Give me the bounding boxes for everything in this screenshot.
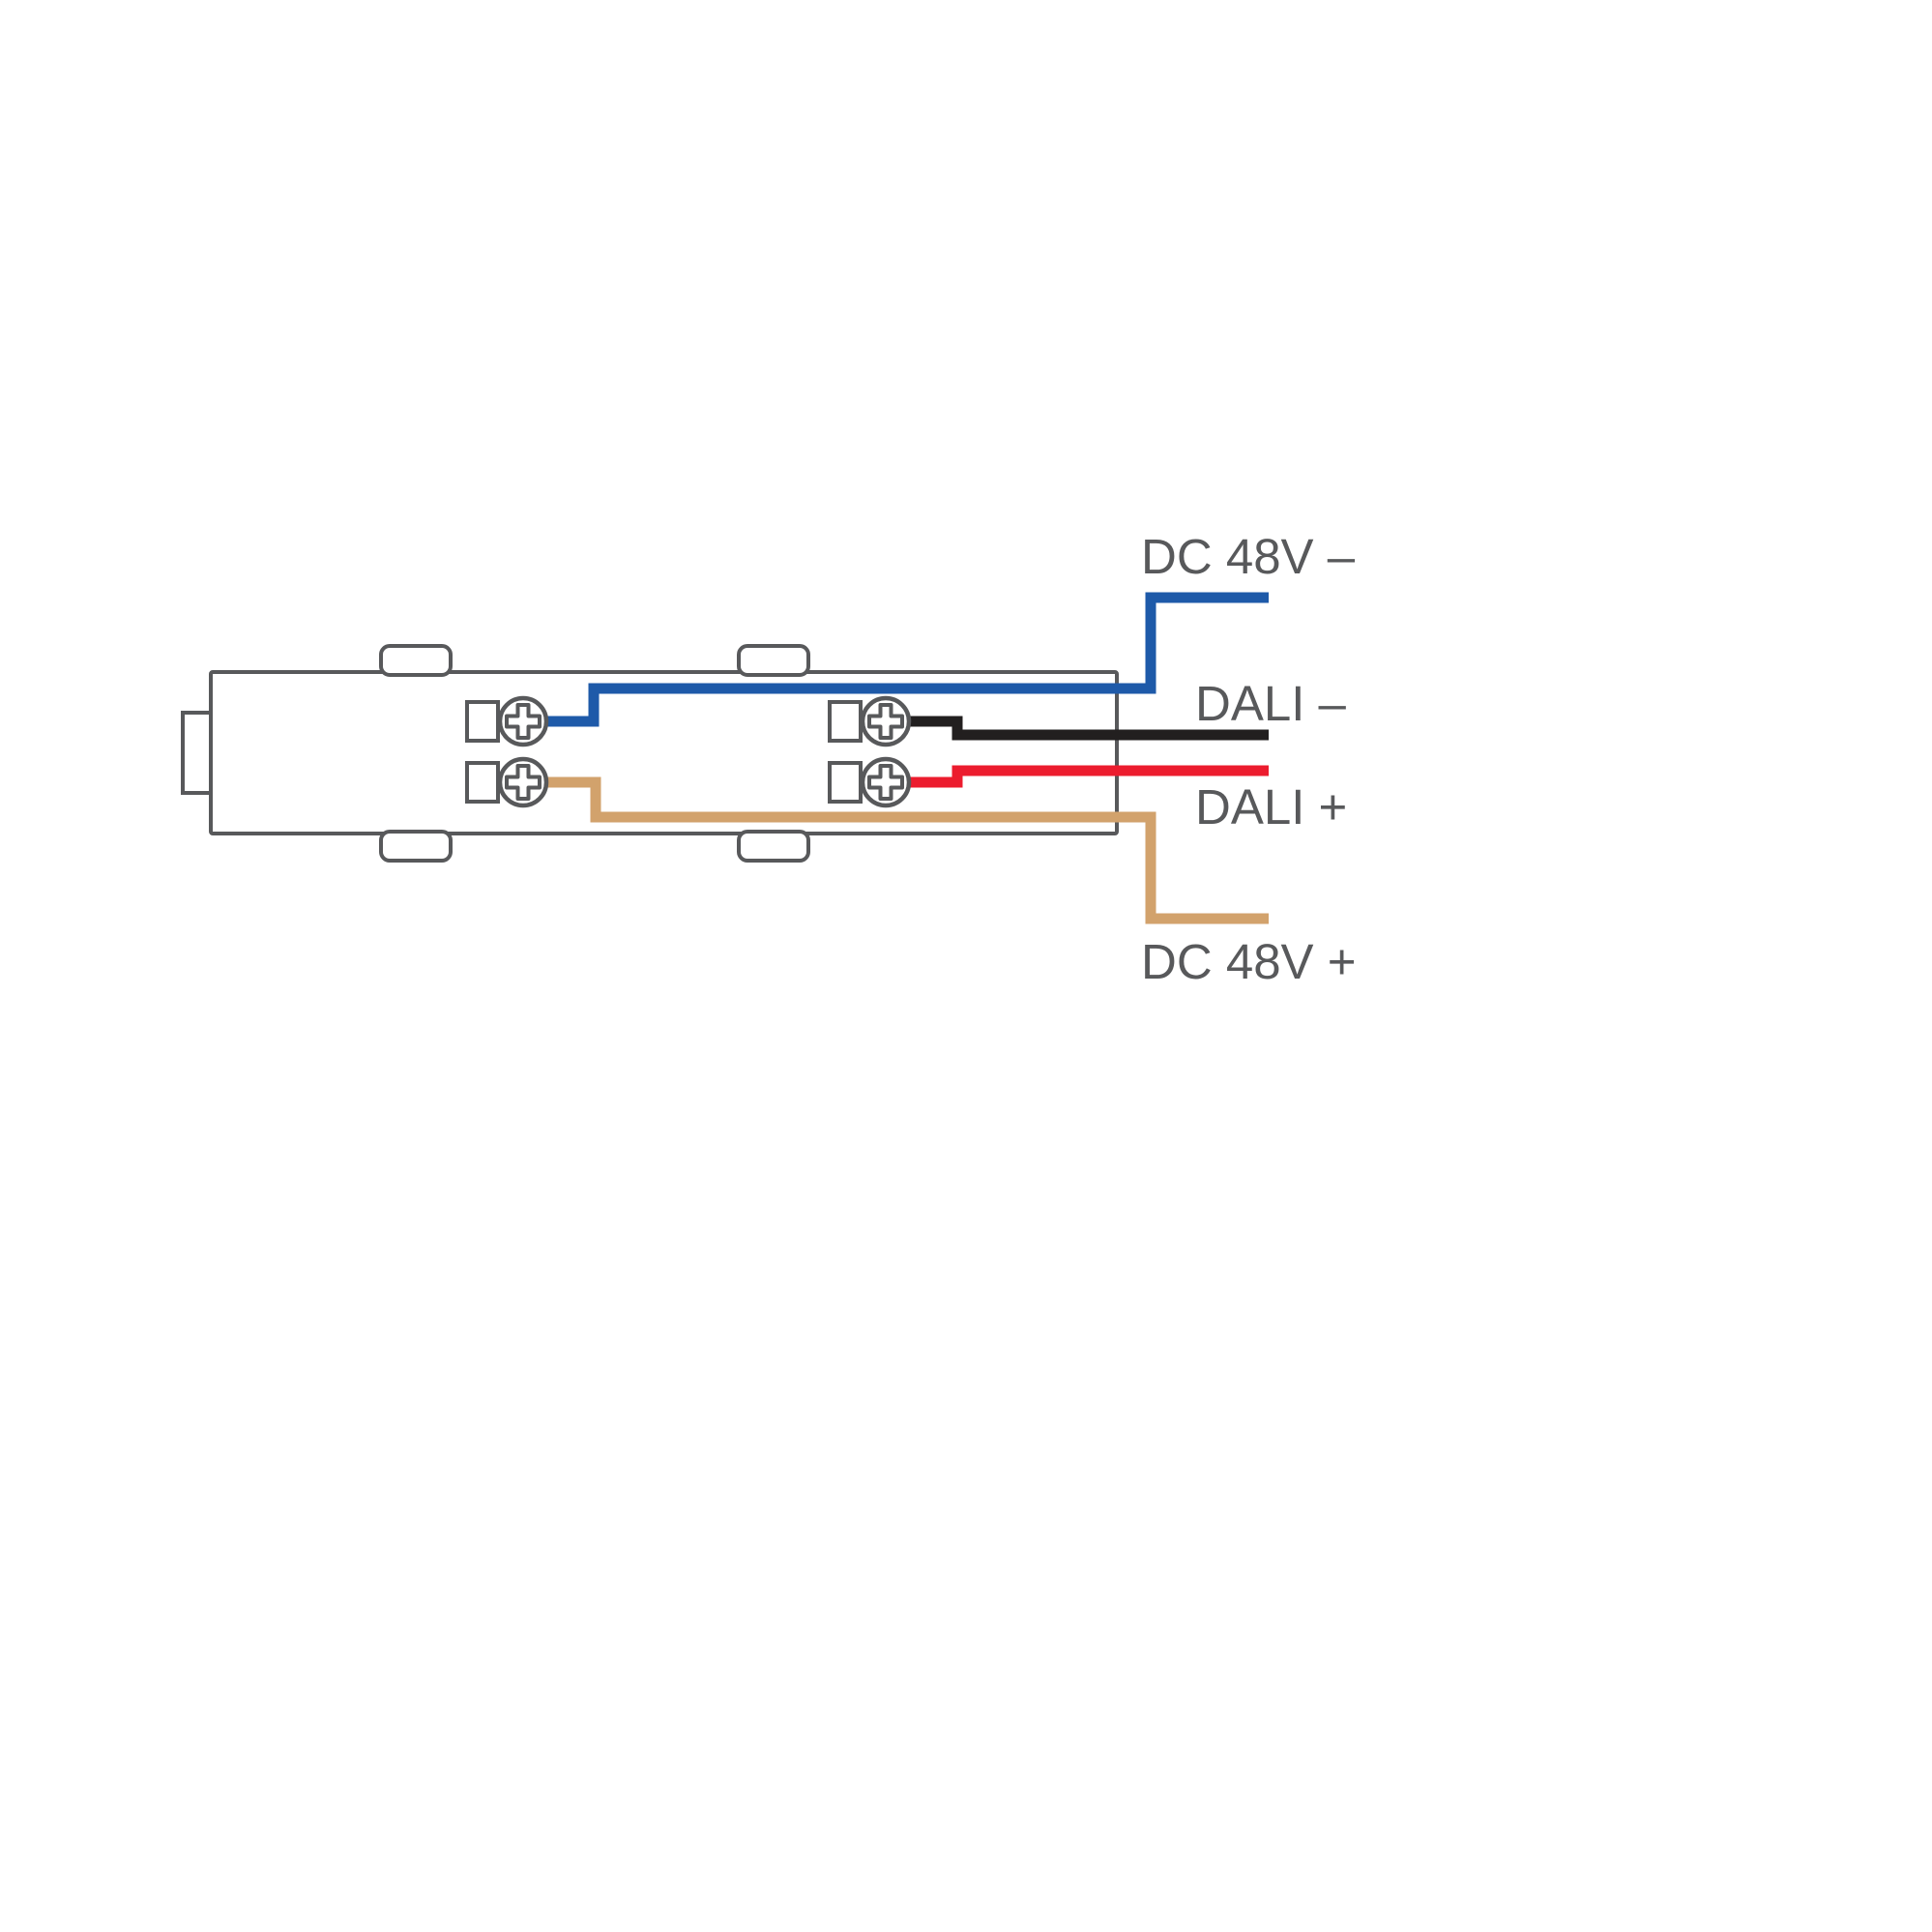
phillips-cross-icon — [867, 703, 904, 740]
mounting-tab-bottom-left — [379, 830, 453, 863]
label-dali-pos: DALI + — [1195, 779, 1347, 834]
mounting-tab-top-right — [737, 644, 810, 677]
label-dali-neg: DALI – — [1195, 676, 1347, 731]
terminal-pad-left-bottom — [465, 761, 500, 804]
phillips-cross-icon — [505, 764, 542, 801]
mounting-tab-top-left — [379, 644, 453, 677]
terminal-pad-left-top — [465, 700, 500, 743]
screw-terminal-right-bottom — [860, 756, 912, 808]
terminal-pad-right-top — [828, 700, 863, 743]
screw-terminal-left-bottom — [497, 756, 549, 808]
wire-dali-pos — [890, 765, 1269, 788]
phillips-cross-icon — [505, 703, 542, 740]
connector-body — [209, 670, 1119, 835]
mounting-tab-bottom-right — [737, 830, 810, 863]
screw-terminal-right-top — [860, 695, 912, 747]
terminal-pad-right-bottom — [828, 761, 863, 804]
wire-dali-neg — [890, 716, 1269, 741]
wire-dc48v-pos — [527, 776, 1269, 924]
phillips-cross-icon — [867, 764, 904, 801]
label-dc48v-pos: DC 48V + — [1141, 934, 1357, 989]
label-dc48v-neg: DC 48V – — [1141, 529, 1356, 584]
connector-left-stub — [181, 711, 213, 795]
wire-dc48v-neg — [527, 592, 1269, 727]
screw-terminal-left-top — [497, 695, 549, 747]
